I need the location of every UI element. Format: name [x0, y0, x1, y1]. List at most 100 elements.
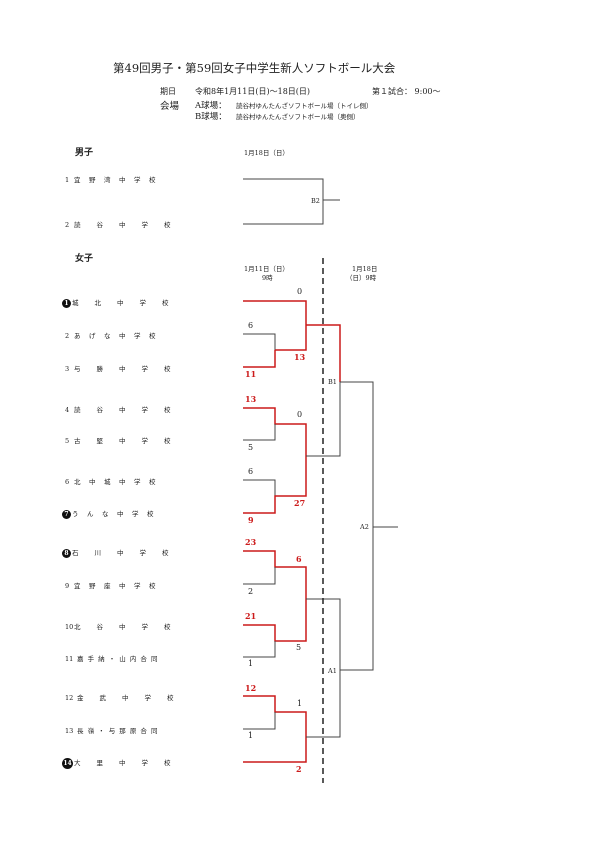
team-number: 10 — [65, 623, 74, 631]
boys-date: 1月18日（日） — [244, 149, 289, 157]
venue-b-label: B球場： — [195, 112, 227, 122]
date-label: 期日 — [160, 87, 176, 96]
seed-number: 7 — [62, 510, 71, 519]
team-number: 5 — [65, 437, 70, 445]
boys-line-2 — [243, 200, 324, 225]
score-team14: 2 — [296, 764, 302, 774]
r1-line-11 — [243, 641, 276, 658]
team-name: 城 北 中 学 校 — [72, 299, 170, 307]
girls-team-4: 4 読 谷 中 学 校 — [65, 404, 172, 414]
score-team3: 11 — [245, 369, 257, 379]
r2-line-2 — [306, 382, 341, 457]
r1-line-6 — [243, 479, 276, 496]
match-a2: A2 — [360, 523, 369, 531]
seed-number: 8 — [62, 549, 71, 558]
girls-team-10: 10北 谷 中 学 校 — [65, 621, 172, 631]
semi-line-2 — [340, 527, 374, 671]
team-name: 北 中 城 中 学 校 — [74, 478, 157, 486]
team-name: う ん な 中 学 校 — [72, 510, 155, 518]
score-team13: 1 — [248, 731, 254, 740]
score-team9: 2 — [248, 587, 254, 596]
team-name: 北 谷 中 学 校 — [74, 623, 172, 631]
score-r1c: 27 — [294, 498, 306, 508]
score-team5: 5 — [248, 443, 254, 452]
team-number: 9 — [65, 582, 70, 590]
team-name: 宜 野 座 中 学 校 — [74, 582, 157, 590]
r1-line-9 — [243, 567, 276, 585]
girls-section-label: 女子 — [75, 254, 94, 264]
girls-team-2: 2 あ げ な 中 学 校 — [65, 330, 157, 340]
team-number: 11 — [65, 655, 74, 663]
team-number: 3 — [65, 365, 70, 373]
girls-team-6: 6 北 中 城 中 学 校 — [65, 476, 157, 486]
round2-date: 1月18日 — [352, 265, 378, 273]
team-name: 古 堅 中 学 校 — [74, 437, 172, 445]
score-team1: 0 — [297, 287, 303, 296]
r1-line-13 — [243, 712, 276, 730]
team-number: 6 — [65, 478, 70, 486]
first-match-time: 第１試合： 9:00～ — [372, 87, 441, 96]
team-name: あ げ な 中 学 校 — [74, 332, 157, 340]
round2-time: （日）9時 — [346, 274, 377, 282]
r1-line-5 — [243, 424, 276, 441]
score-r1b: 0 — [297, 410, 303, 419]
r1-line-7 — [243, 456, 307, 514]
r2-line-4 — [306, 670, 341, 738]
score-team2: 6 — [248, 321, 254, 330]
score-team4: 13 — [245, 394, 257, 404]
score-team12: 12 — [245, 683, 257, 693]
team-name: 嘉 手 納 ・ 山 内 合 同 — [77, 655, 159, 663]
r1-line-3b — [275, 325, 307, 351]
seed-number: 1 — [62, 299, 71, 308]
venue-label: 会場 — [160, 101, 180, 112]
boys-team-2: 2 読 谷 中 学 校 — [65, 219, 172, 229]
score-team8: 23 — [245, 537, 257, 547]
team-name: 石 川 中 学 校 — [72, 549, 170, 557]
boys-match-b2: B2 — [311, 197, 320, 205]
seed-number: 14 — [62, 758, 73, 769]
venue-a: 読谷村ゆんたんざソフトボール場（トイレ側） — [236, 102, 373, 110]
team-name: 長 嶺 ・ 与 那 原 合 同 — [77, 727, 159, 735]
team-number: 1 — [65, 176, 70, 184]
team-number: 4 — [65, 406, 70, 414]
team-name: 読 谷 中 学 校 — [74, 406, 172, 414]
team-name: 金 武 中 学 校 — [77, 694, 175, 702]
team-name: 大 里 中 学 校 — [74, 759, 172, 767]
boys-section-label: 男子 — [75, 148, 94, 158]
team-number: 2 — [65, 332, 70, 340]
score-r1a: 13 — [294, 352, 306, 362]
score-team6: 6 — [248, 467, 254, 476]
score-team7: 9 — [248, 515, 254, 525]
semi-line-1 — [340, 381, 374, 527]
round1-date: 1月11日（日） — [244, 265, 289, 273]
team-name: 与 勝 中 学 校 — [74, 365, 172, 373]
team-name: 読 谷 中 学 校 — [74, 221, 172, 229]
venue-a-label: A球場： — [195, 101, 227, 111]
boys-line-1 — [243, 178, 324, 200]
score-r1f: 1 — [297, 699, 303, 708]
r1-line-2 — [243, 333, 276, 350]
r1-line-1 — [243, 300, 307, 325]
r2-line-3 — [306, 598, 341, 670]
round1-time: 9時 — [262, 274, 273, 282]
date-value: 令和8年1月11日(日)～18日(日) — [195, 87, 311, 96]
venue-b: 読谷村ゆんたんざソフトボール場（奥側） — [236, 113, 360, 121]
girls-team-3: 3 与 勝 中 学 校 — [65, 363, 172, 373]
girls-team-5: 5 古 堅 中 学 校 — [65, 435, 172, 445]
match-a1: A1 — [328, 667, 337, 675]
team-number: 2 — [65, 221, 70, 229]
score-r1d: 6 — [296, 554, 302, 564]
boys-team-1: 1 宜 野 湾 中 学 校 — [65, 174, 157, 184]
team-name: 宜 野 湾 中 学 校 — [74, 176, 157, 184]
r1-line-14 — [243, 737, 307, 763]
match-b1: B1 — [328, 378, 337, 386]
r2-line-1 — [306, 324, 341, 382]
girls-team-9: 9 宜 野 座 中 学 校 — [65, 580, 157, 590]
